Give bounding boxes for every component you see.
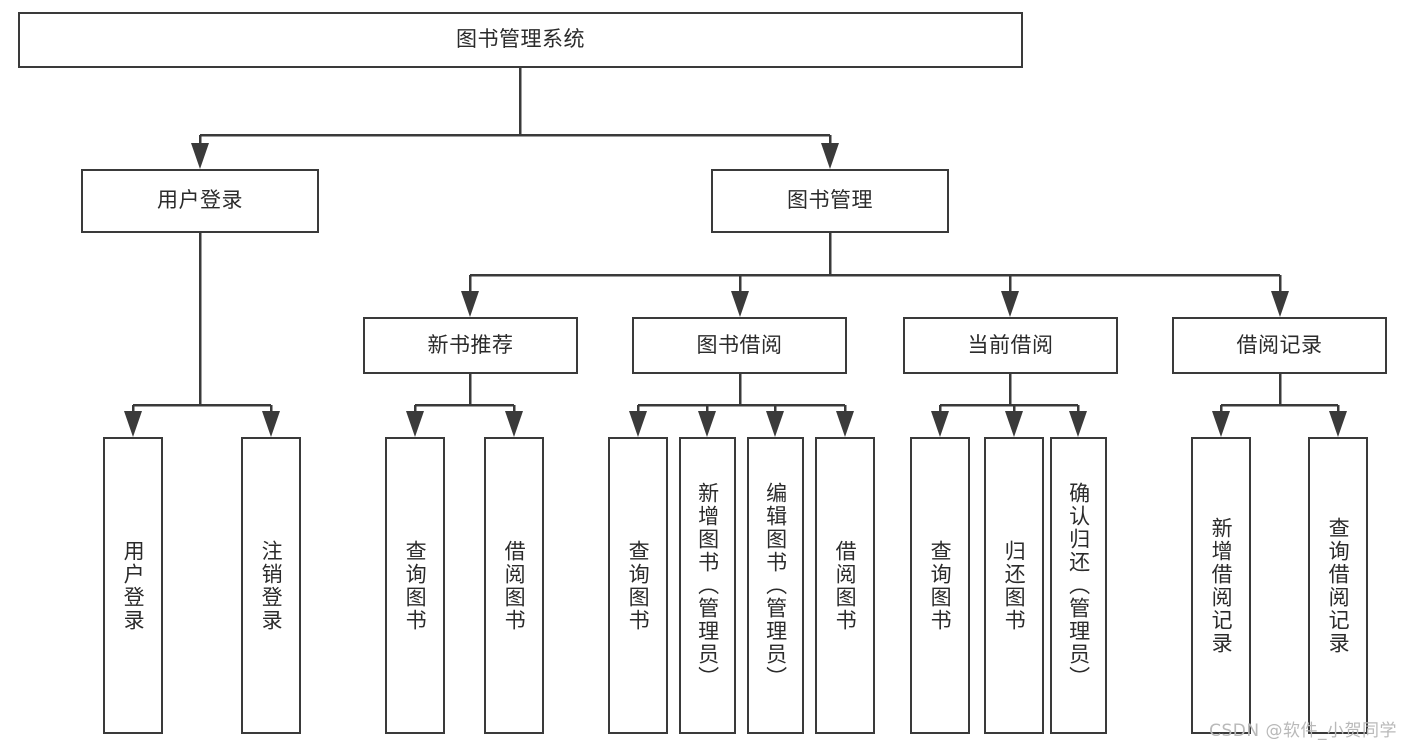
node-leaf-bb-add[interactable]: 新增图书（管理员） [679,437,736,734]
node-borrow-record[interactable]: 借阅记录 [1172,317,1387,374]
node-label: 查询图书 [626,539,651,632]
node-leaf-bb-edit[interactable]: 编辑图书（管理员） [747,437,804,734]
node-label: 查询图书 [928,539,953,632]
node-label: 图书借阅 [696,332,783,357]
node-label: 借阅记录 [1236,332,1323,357]
node-leaf-bb-borrow[interactable]: 借阅图书 [815,437,875,734]
node-label: 新增图书（管理员） [695,482,720,689]
node-label: 新增借阅记录 [1209,516,1234,655]
node-new-book-rec[interactable]: 新书推荐 [363,317,578,374]
node-leaf-br-add[interactable]: 新增借阅记录 [1191,437,1251,734]
node-label: 注销登录 [259,539,284,632]
node-label: 查询借阅记录 [1326,516,1351,655]
node-leaf-user-logout[interactable]: 注销登录 [241,437,301,734]
node-label: 借阅图书 [502,539,527,632]
node-leaf-cb-confirm[interactable]: 确认归还（管理员） [1050,437,1107,734]
node-leaf-bb-query[interactable]: 查询图书 [608,437,668,734]
node-label: 图书管理 [787,188,873,213]
node-label: 归还图书 [1002,539,1027,632]
node-label: 查询图书 [403,539,428,632]
node-leaf-user-login[interactable]: 用户登录 [103,437,163,734]
node-label: 确认归还（管理员） [1066,482,1091,689]
node-label: 当前借阅 [967,332,1054,357]
node-current-borrow[interactable]: 当前借阅 [903,317,1118,374]
node-label: 新书推荐 [427,332,514,357]
node-book-borrow[interactable]: 图书借阅 [632,317,847,374]
node-leaf-rec-borrow[interactable]: 借阅图书 [484,437,544,734]
node-label: 用户登录 [157,188,243,213]
node-leaf-br-query[interactable]: 查询借阅记录 [1308,437,1368,734]
node-leaf-cb-return[interactable]: 归还图书 [984,437,1044,734]
node-leaf-rec-query[interactable]: 查询图书 [385,437,445,734]
node-book-manage[interactable]: 图书管理 [711,169,949,233]
node-user-login[interactable]: 用户登录 [81,169,319,233]
node-label: 用户登录 [121,539,146,632]
node-root[interactable]: 图书管理系统 [18,12,1023,68]
node-label: 编辑图书（管理员） [763,482,788,689]
node-label: 借阅图书 [833,539,858,632]
node-label: 图书管理系统 [456,27,585,52]
watermark-label: CSDN @软件_小贺同学 [1209,721,1397,741]
node-leaf-cb-query[interactable]: 查询图书 [910,437,970,734]
